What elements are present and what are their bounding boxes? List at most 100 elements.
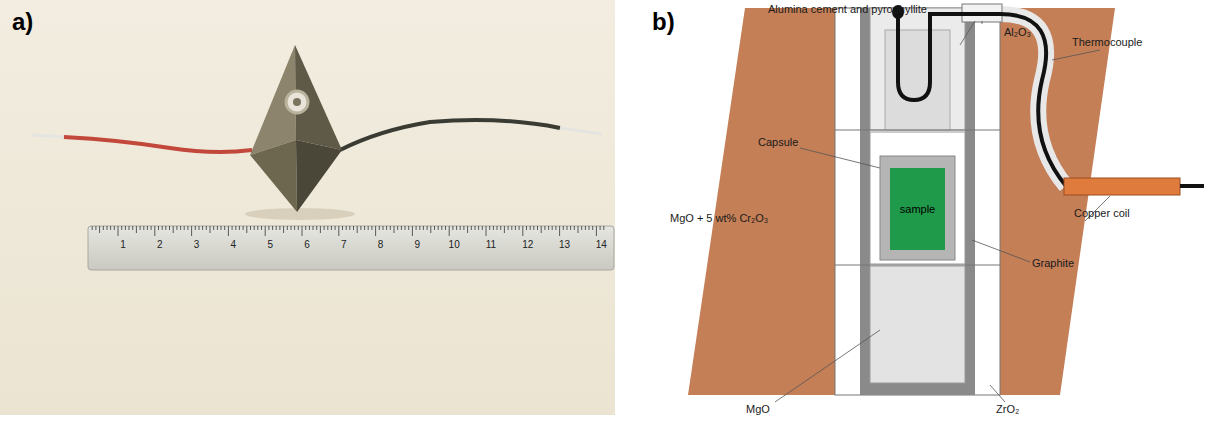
ruler-tick (265, 226, 266, 236)
thermocouple-wire (898, 14, 1066, 186)
ruler-tick (596, 226, 597, 236)
ruler-number: 13 (559, 239, 570, 251)
divider (835, 130, 1000, 131)
ruler-tick (199, 226, 200, 230)
graphite-heater (965, 8, 975, 395)
ruler-tick (169, 226, 170, 230)
wire-tip (560, 128, 602, 134)
ruler-tick (600, 226, 601, 230)
ruler-tick (430, 226, 431, 233)
ruler-tick (592, 226, 593, 230)
ruler-tick (394, 226, 395, 233)
ruler-tick (261, 226, 262, 230)
ruler-tick (338, 226, 339, 236)
ruler-tick (162, 226, 163, 230)
ruler-tick (173, 226, 174, 233)
ruler-tick (478, 226, 479, 230)
ruler-tick (125, 226, 126, 230)
ruler-tick (243, 226, 244, 230)
ruler-tick (438, 226, 439, 230)
dark-wire (340, 120, 560, 150)
ruler-tick (180, 226, 181, 230)
ruler-tick (140, 226, 141, 230)
ruler-tick (537, 226, 538, 230)
ruler-tick (585, 226, 586, 230)
ruler-tick (482, 226, 483, 230)
ruler-tick (92, 226, 93, 230)
ruler-tick (486, 226, 487, 236)
assembly-column (835, 8, 1000, 395)
ruler-tick (176, 226, 177, 230)
ruler-tick (559, 226, 560, 236)
ruler-tick (563, 226, 564, 230)
ruler-tick (294, 226, 295, 230)
ruler-number: 2 (157, 239, 163, 251)
ruler-tick (416, 226, 417, 230)
ruler-tick (210, 226, 211, 233)
ruler-tick (401, 226, 402, 230)
ruler-tick (276, 226, 277, 230)
ruler-tick (331, 226, 332, 230)
ruler-tick (390, 226, 391, 230)
ruler-number: 3 (194, 239, 200, 251)
ruler-tick (291, 226, 292, 230)
ruler-tick (434, 226, 435, 230)
part-label: Al₂O₃ (1004, 26, 1031, 39)
ruler-tick (287, 226, 288, 230)
ruler-tick (589, 226, 590, 230)
leader-lines (775, 19, 1110, 402)
ruler-tick (375, 226, 376, 236)
ruler-tick (544, 226, 545, 230)
ruler-tick (449, 226, 450, 236)
ruler-tick (239, 226, 240, 230)
part-label: Capsule (758, 136, 798, 149)
ruler-tick (221, 226, 222, 230)
red-wire (64, 137, 252, 152)
ruler-tick (508, 226, 509, 230)
divider (835, 265, 1000, 266)
shadow (245, 208, 355, 220)
ruler-tick (191, 226, 192, 236)
ruler-tick (353, 226, 354, 230)
ruler-tick (475, 226, 476, 230)
ruler-tick (471, 226, 472, 230)
ruler-tick (548, 226, 549, 230)
ruler-number: 6 (304, 239, 310, 251)
ruler-tick (603, 226, 604, 230)
ruler-tick (371, 226, 372, 230)
ruler-tick (118, 226, 119, 236)
ruler-tick (522, 226, 523, 236)
ruler-tick (383, 226, 384, 230)
octahedron-section (688, 8, 835, 395)
ruler-tick (143, 226, 144, 230)
ruler-tick (419, 226, 420, 230)
ruler-tick (250, 226, 251, 230)
ruler-tick (107, 226, 108, 230)
ruler-tick (257, 226, 258, 230)
ruler-tick (154, 226, 155, 236)
ruler-tick (187, 226, 188, 230)
ruler-tick (95, 226, 96, 230)
ruler-tick (99, 226, 100, 233)
part-label: Thermocouple (1072, 36, 1142, 49)
sample-box: sample (890, 168, 945, 250)
part-label: Graphite (1032, 257, 1074, 270)
ruler-tick (316, 226, 317, 230)
ruler-tick (324, 226, 325, 230)
ruler-tick (460, 226, 461, 230)
ruler-tick (272, 226, 273, 230)
ruler-tick (246, 226, 247, 233)
ruler-tick (555, 226, 556, 230)
ruler-tick (405, 226, 406, 230)
ruler-tick (346, 226, 347, 230)
ruler-tick (110, 226, 111, 230)
ruler-tick (578, 226, 579, 233)
photo-ground (0, 0, 615, 415)
ruler-number: 1 (120, 239, 126, 251)
alumina-rod (885, 30, 950, 130)
copper-coil (1064, 178, 1180, 195)
ruler-number: 12 (522, 239, 533, 251)
ruler-tick (206, 226, 207, 230)
ruler-tick (305, 226, 306, 230)
ruler-tick (151, 226, 152, 230)
